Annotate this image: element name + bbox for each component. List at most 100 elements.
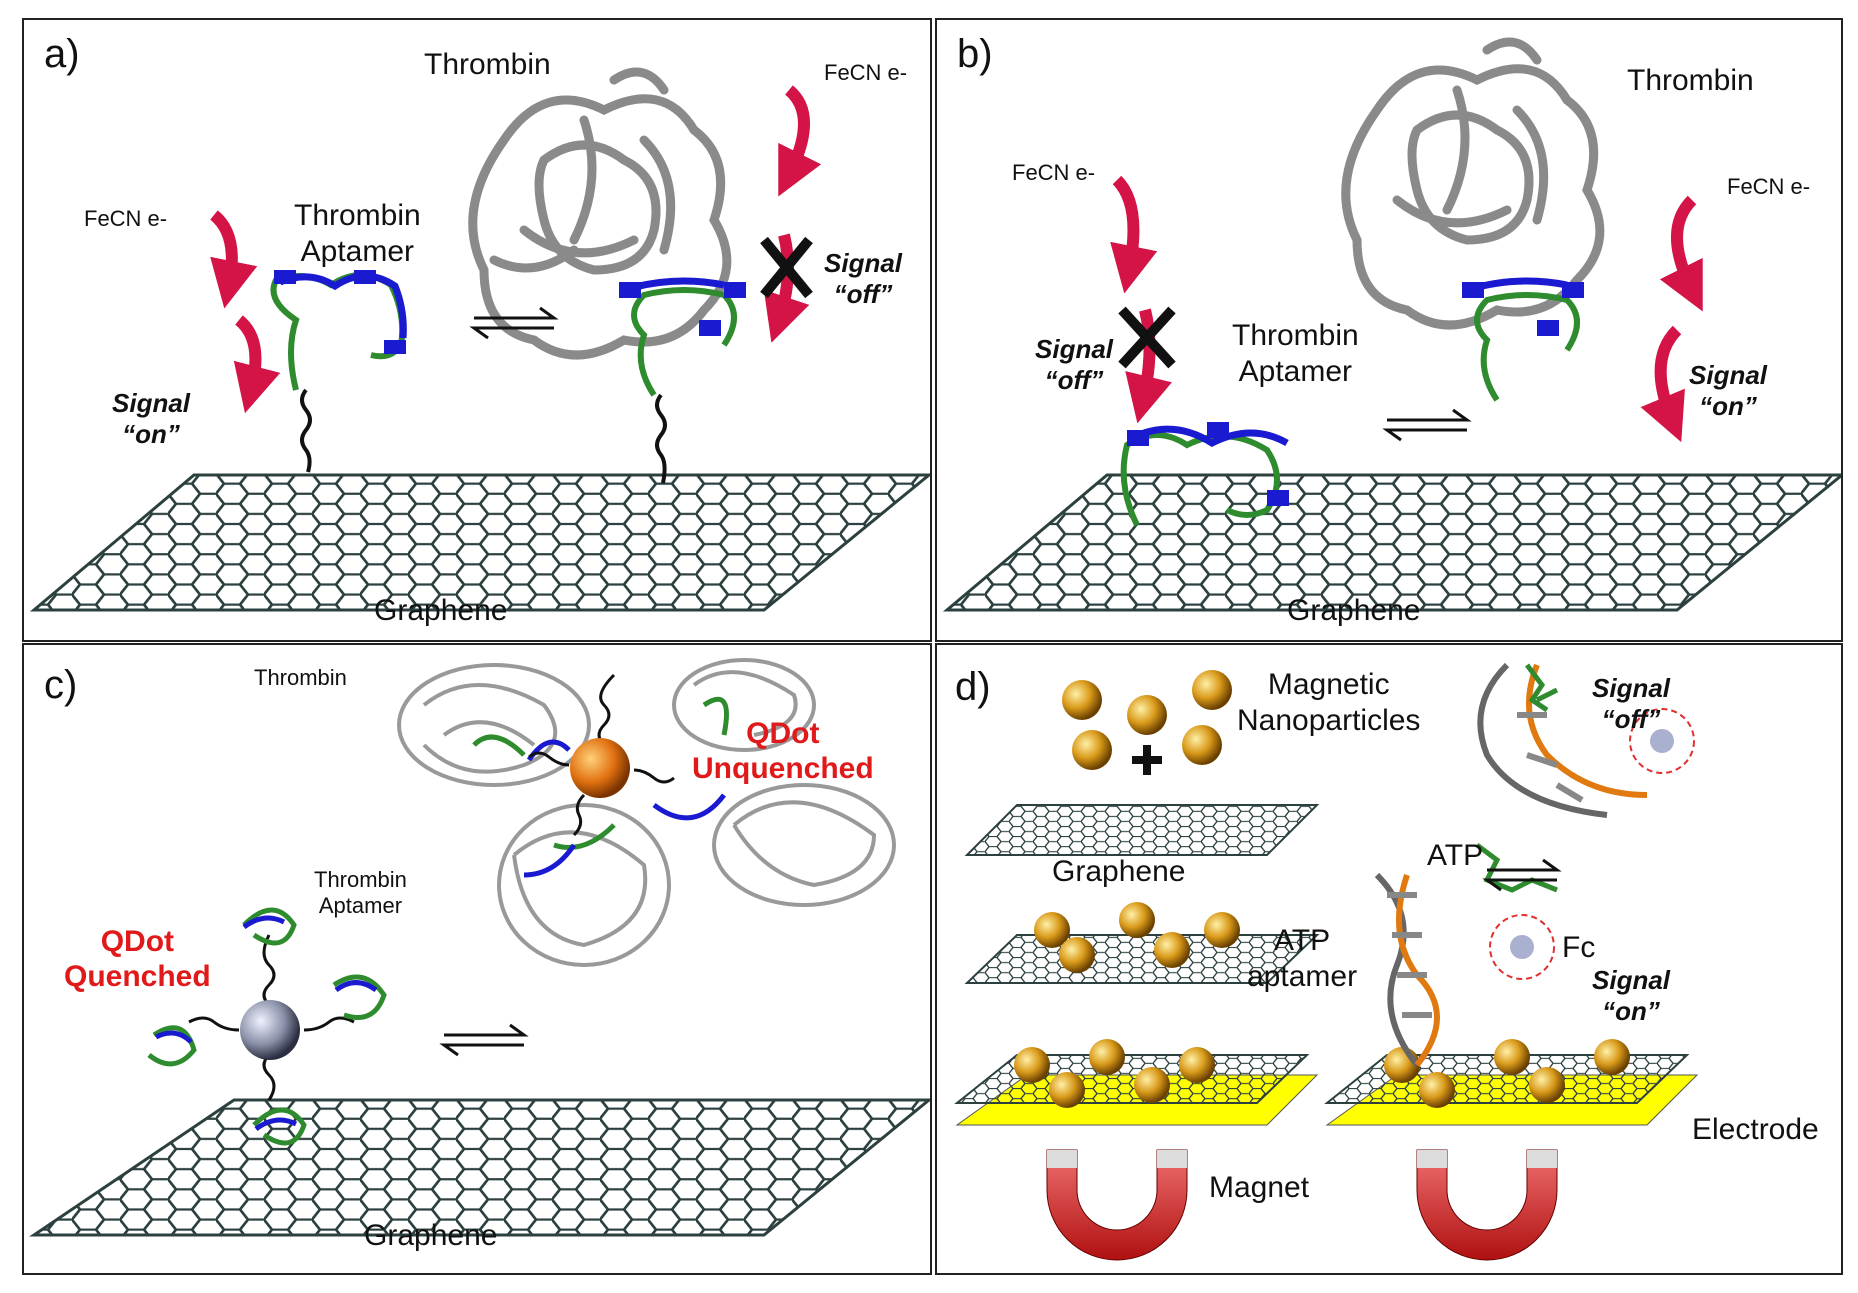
panel-label: b) — [957, 32, 993, 76]
panel-a-drawing — [29, 67, 930, 612]
fc-molecule — [1650, 729, 1674, 753]
magnetic-nanoparticles — [1384, 1039, 1630, 1108]
plus-icon — [1132, 745, 1162, 775]
signal-off-arrow — [1125, 308, 1172, 424]
fecn-arrow-right — [778, 85, 822, 197]
panel-c: c) Thrombin QDot Unquenched Thrombin Apt… — [22, 643, 932, 1275]
signal-on-arrow — [233, 315, 281, 414]
qdot-unquenched-line2: Unquenched — [692, 751, 874, 785]
aptamer-label-line1: Thrombin — [1232, 319, 1359, 352]
linker-set — [528, 673, 675, 837]
graphene-sheet — [964, 804, 1320, 856]
graphene-sheet — [942, 473, 1841, 612]
signal-off-label: Signal “off” — [824, 248, 902, 310]
atp-aptamer-line2: aptamer — [1247, 960, 1358, 993]
signal-off-line2: “off” — [1044, 365, 1104, 396]
equilibrium-arrows — [1382, 408, 1472, 442]
graphene-label: Graphene — [1052, 855, 1186, 888]
signal-on-label: Signal “on” — [112, 388, 190, 450]
aptamer-label-line1: Thrombin — [314, 867, 407, 892]
signal-on-line1: Signal — [1689, 360, 1768, 390]
atp-aptamer-bound — [1374, 872, 1440, 1067]
signal-off-line2: “off” — [1601, 704, 1661, 735]
signal-off-label: Signal “off” — [1592, 673, 1670, 735]
atp-molecule — [1475, 663, 1559, 893]
fecn-arrow-left — [209, 210, 258, 309]
aptamer-label: Thrombin Aptamer — [1232, 318, 1359, 390]
thrombin-label: Thrombin — [424, 48, 551, 81]
graphene-label: Graphene — [1287, 594, 1421, 627]
fecn-arrow-left — [1110, 175, 1158, 294]
signal-on-line2: “on” — [1602, 996, 1660, 1027]
graphene-sheet — [29, 1098, 930, 1237]
aptamer-label-line1: Thrombin — [294, 199, 421, 232]
atp-aptamer-line1: ATP — [1273, 924, 1331, 957]
fecn-label: FeCN e- — [1727, 174, 1811, 199]
fc-label: Fc — [1562, 931, 1596, 964]
aptamer-label-line2: Aptamer — [318, 893, 403, 919]
fc-highlight — [1489, 914, 1555, 980]
magnetic-nanoparticles — [1014, 1039, 1215, 1108]
aptamer-set — [147, 907, 387, 1146]
fecn-arrow-right — [1659, 195, 1703, 312]
thrombin-label: Thrombin — [254, 665, 347, 690]
aptamer-label-line2: Aptamer — [300, 235, 415, 268]
electrode-label: Electrode — [1692, 1113, 1819, 1146]
signal-on-line2: “on” — [122, 419, 180, 450]
fc-molecule — [1510, 935, 1534, 959]
atp-aptamer-free — [1477, 662, 1648, 818]
atp-aptamer-label: ATP aptamer — [1247, 923, 1357, 995]
qdot-quenched — [240, 1000, 300, 1060]
signal-on-line1: Signal — [112, 388, 191, 418]
signal-off-line1: Signal — [1592, 673, 1671, 703]
thrombin-protein — [468, 67, 732, 360]
block-x-icon — [1118, 306, 1176, 369]
fecn-label: FeCN e- — [84, 206, 168, 231]
panel-label: d) — [955, 665, 991, 709]
signal-on-line1: Signal — [1592, 965, 1671, 995]
fecn-label: FeCN e- — [1012, 160, 1096, 185]
signal-on-line2: “on” — [1699, 391, 1757, 422]
thrombin-label: Thrombin — [1627, 64, 1754, 97]
thrombin-cluster — [397, 658, 896, 967]
equilibrium-arrows — [1482, 858, 1562, 892]
signal-off-line2: “off” — [833, 279, 893, 310]
linker — [655, 393, 667, 484]
equilibrium-arrows — [469, 306, 559, 340]
panel-label: a) — [44, 32, 80, 76]
aptamer-adsorbed — [1120, 422, 1289, 527]
graphene-sheet — [954, 1054, 1310, 1104]
nanoparticles-label: Magnetic Nanoparticles — [1237, 667, 1420, 739]
panel-d-drawing — [954, 662, 1699, 1261]
equilibrium-arrows — [439, 1023, 529, 1057]
qdot-quenched-line2: Quenched — [64, 959, 211, 993]
graphene-label: Graphene — [364, 1219, 498, 1252]
fecn-label: FeCN e- — [824, 60, 908, 85]
qdot-quenched-label: QDot Quenched — [64, 925, 211, 994]
atp-label: ATP — [1427, 839, 1484, 872]
signal-off-label: Signal “off” — [1035, 334, 1113, 396]
thrombin-protein — [1341, 37, 1605, 330]
aptamer-free — [270, 270, 407, 391]
aptamer-bound — [1462, 277, 1584, 402]
linker — [300, 388, 312, 473]
panel-a: a) Thrombin FeCN e- FeCN e- Thrombin Apt… — [22, 18, 932, 642]
panel-label: c) — [44, 663, 78, 707]
aptamer-label-line2: Aptamer — [1238, 355, 1353, 388]
nanoparticles-line2: Nanoparticles — [1237, 704, 1421, 737]
signal-on-arrow — [1640, 325, 1685, 443]
graphene-label: Graphene — [374, 594, 508, 627]
signal-on-label: Signal “on” — [1592, 965, 1670, 1027]
magnet-icon — [1416, 1149, 1558, 1261]
panel-b: b) Thrombin FeCN e- FeCN e- Thrombin Apt… — [935, 18, 1843, 642]
signal-off-line1: Signal — [824, 248, 903, 278]
aptamer-label: Thrombin Aptamer — [294, 198, 421, 270]
signal-on-label: Signal “on” — [1689, 360, 1767, 422]
magnet-icon — [1046, 1149, 1188, 1261]
nanoparticles-line1: Magnetic — [1267, 668, 1390, 701]
qdot-unquenched-label: QDot Unquenched — [692, 717, 874, 786]
panel-c-drawing — [29, 658, 930, 1237]
aptamer-bound — [619, 277, 746, 397]
signal-off-line1: Signal — [1035, 334, 1114, 364]
panel-d: d) Magnetic Nanoparticles Graphene Signa… — [935, 643, 1843, 1275]
